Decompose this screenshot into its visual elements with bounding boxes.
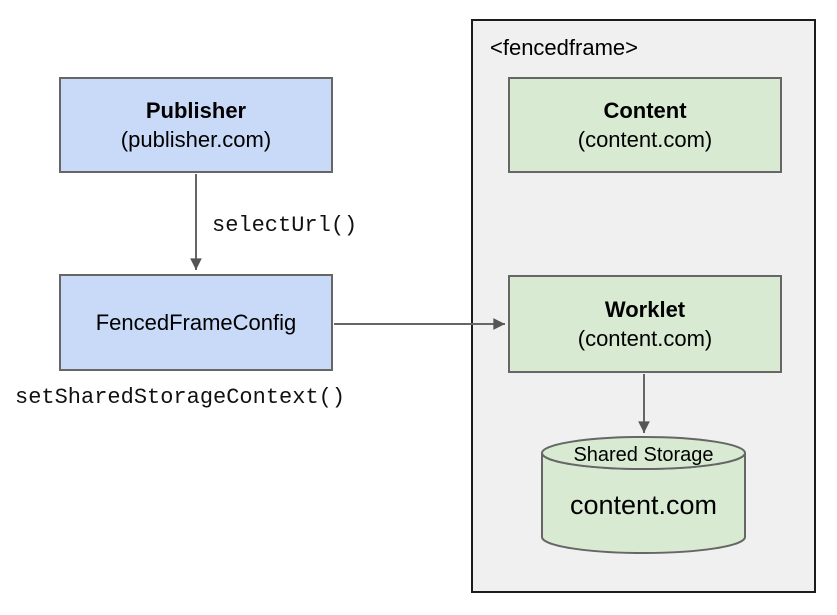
fencedframe-tag-label: <fencedframe>	[490, 35, 638, 60]
shared-storage-label: Shared Storage	[573, 444, 714, 466]
content-box: Content (content.com)	[508, 77, 782, 173]
publisher-box-title: Publisher	[145, 98, 247, 123]
content-box-title: Content	[603, 98, 687, 123]
fenced-frame-config-box: FencedFrameConfig	[59, 274, 333, 371]
publisher-box-subtitle: (publisher.com)	[120, 127, 272, 152]
select-url-label: selectUrl()	[212, 213, 358, 238]
shared-storage-origin: content.com	[569, 490, 718, 520]
publisher-box: Publisher (publisher.com)	[59, 77, 333, 173]
fenced-frame-config-box-title: FencedFrameConfig	[95, 310, 297, 335]
worklet-box: Worklet (content.com)	[508, 275, 782, 373]
worklet-box-title: Worklet	[604, 297, 686, 322]
worklet-box-subtitle: (content.com)	[577, 326, 713, 351]
set-shared-storage-context-label: setSharedStorageContext()	[15, 385, 346, 410]
content-box-subtitle: (content.com)	[577, 127, 713, 152]
